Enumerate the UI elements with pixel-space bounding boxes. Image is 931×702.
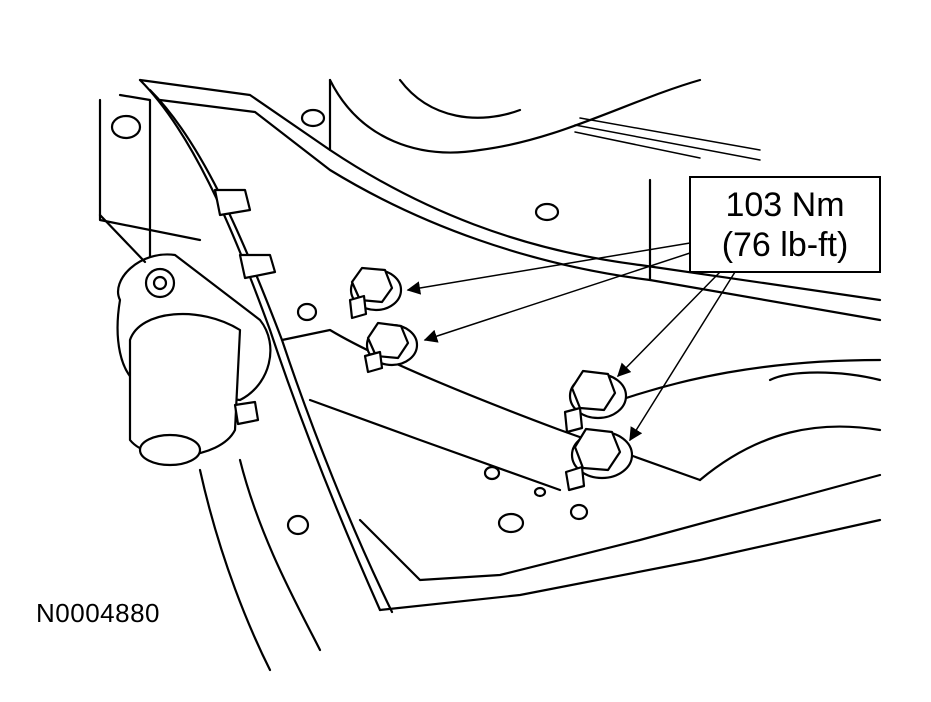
frame-rail [98, 78, 882, 672]
frame-holes [110, 108, 589, 536]
nut-2 [363, 321, 419, 374]
nut-4 [564, 427, 634, 492]
nut-3 [563, 369, 628, 434]
torque-callout: 103 Nm (76 lb-ft) [689, 176, 881, 273]
torque-nm-label: 103 Nm [725, 186, 845, 224]
nut-1 [348, 266, 403, 320]
torque-lbft-label: (76 lb-ft) [721, 226, 849, 264]
hose [328, 78, 761, 161]
body-mount-bushing [98, 213, 272, 467]
callout-leaders [406, 242, 736, 442]
rail-bolts [213, 188, 277, 426]
figure-id: N0004880 [36, 598, 160, 628]
